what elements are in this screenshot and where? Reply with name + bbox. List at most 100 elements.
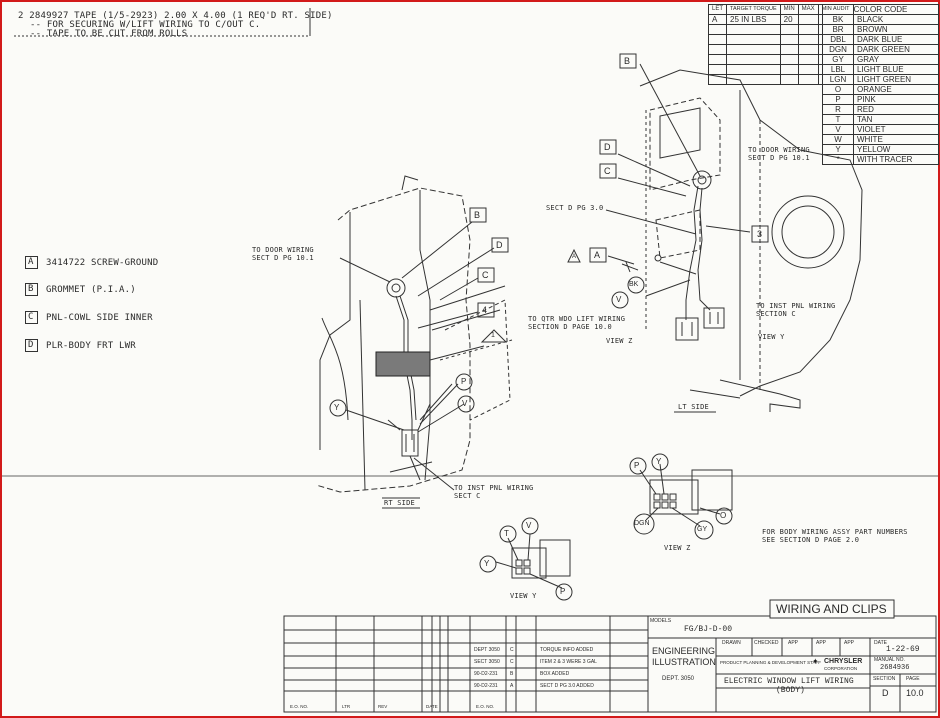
checked-label: CHECKED [754,640,779,646]
note-line-3: -- TAPE TO BE CUT FROM ROLLS [30,29,188,39]
callout-bk: BK [629,281,639,288]
lt-view-y-ref: VIEW Y [758,333,785,341]
legend-text-a: 3414722 SCREW-GROUND [46,258,159,268]
rt-to-inst-sect: SECT C [454,492,481,500]
rt-side-panel [315,175,513,493]
view-z-connector [629,453,733,540]
eng-line-2: ILLUSTRATION [652,657,716,667]
body-wiring-note-1: FOR BODY WIRING ASSY PART NUMBERS [762,528,908,536]
lt-view-z-ref: VIEW Z [606,337,633,345]
chrysler-label: CHRYSLER [824,658,863,665]
view-z-caption: VIEW Z [664,544,691,552]
description-line-2: (BODY) [776,686,805,695]
rev-header-date: DATE [426,704,438,709]
legend-text-d: PLR-BODY FRT LWR [46,341,136,351]
app-label-1: APP [788,640,799,646]
rev-no-1: C [510,647,514,653]
legend-text-c: PNL-COWL SIDE INNER [46,313,153,323]
rev-text-2: ITEM 2 & 3 WERE 3 GAL [540,659,597,665]
description-line-1: ELECTRIC WINDOW LIFT WIRING [724,677,854,686]
section-value: D [882,688,889,698]
callout-p-rt: P [461,377,467,386]
callout-a-lt: A [594,250,601,260]
page-value: 10.0 [906,688,924,698]
callout-o: O [720,511,727,520]
rev-header-eo-1: E.O. NO. [290,704,309,709]
rev-dept-4: 90-D2-231 [474,683,498,689]
callout-gy: GY [697,526,708,533]
rev-no-4: A [510,683,514,689]
rev-no-2: C [510,659,514,665]
lt-side-panel [605,63,863,412]
rev-dept-3: 90-D2-231 [474,671,498,677]
callout-4: 4 [482,305,488,315]
callout-y-y: Y [484,559,490,568]
lt-to-inst-pnl: TO INST PNL WIRING [756,302,836,310]
rt-to-inst-pnl: TO INST PNL WIRING [454,484,534,492]
manual-no-label: MANUAL NO. [874,657,905,663]
corporation-label: CORPORATION [824,666,858,671]
lt-to-door-wiring: TO DOOR WIRING [748,146,810,154]
models-label: MODELS [650,618,672,624]
product-planning: PRODUCT PLANNING & DEVELOPMENT STAFF [720,660,822,665]
lt-sect-d-pg3: SECT D PG 3.0 [546,204,604,212]
color-code-name: WITH TRACER [853,154,939,165]
legend-letter-d: D [28,340,34,350]
section-label: SECTION [873,676,896,682]
rev-text-4: SECT D PG 3.0 ADDED [540,683,594,689]
body-wiring-note-2: SEE SECTION D PAGE 2.0 [762,536,860,544]
lt-to-qtr-wdo: TO QTR WDO LIFT WIRING [528,315,626,323]
legend-letter-c: C [28,312,34,322]
rev-no-3: B [510,671,514,677]
pentastar-icon: ✦ [812,657,819,666]
legend-letter-b: B [28,284,34,294]
rev-header-ltr: LTR [342,704,351,709]
callout-d-rt: D [496,240,503,250]
date-value: 1-22-69 [886,645,920,654]
callout-y-z: Y [656,457,662,466]
callout-c-rt: C [482,270,489,280]
title-block-frame [283,599,937,713]
rev-text-3: BOX ADDED [540,671,570,677]
callout-b-rt: B [474,210,481,220]
callout-b-lt: B [624,56,631,66]
callout-v-rt: V [462,399,468,408]
callout-v-lt: V [616,295,622,304]
lt-to-inst-sect: SECTION C [756,310,796,318]
models-value: FG/BJ-D-00 [684,625,733,634]
view-y-caption: VIEW Y [510,592,537,600]
app-label-3: APP [844,640,855,646]
callout-p-z: P [634,461,640,470]
lt-to-qtr-sect: SECTION D PAGE 10.0 [528,323,612,331]
rev-dept-1: DEPT 3050 [474,647,500,653]
rev-header-rev: REV [378,704,388,709]
legend-letter-a: A [28,257,34,267]
callout-p-y: P [560,587,566,596]
callout-t-y: T [504,529,509,538]
rt-side-caption: RT SIDE [384,499,415,507]
eng-line-1: ENGINEERING [652,646,716,656]
legend-text-b: GROMMET (P.I.A.) [46,285,136,295]
date-label: DATE [874,640,887,646]
dept-label: DEPT. 3050 [662,676,695,682]
drawing-title: WIRING AND CLIPS [776,602,887,616]
callout-dgn: DGN [634,520,650,527]
callout-v-y: V [526,521,532,530]
callout-1: 1 [491,332,495,339]
rev-dept-2: SECT 3050 [474,659,500,665]
note-line-2: -- FOR SECURING W/LIFT WIRING TO C/OUT C… [30,20,261,30]
rev-text-1: TORQUE INFO ADDED [540,647,594,653]
rt-to-door-wiring: TO DOOR WIRING [252,246,314,254]
lt-side-caption: LT SIDE [678,403,709,411]
callout-c-lt: C [604,166,611,176]
callout-3: 3 [757,229,763,239]
rev-header-eo-2: E.O. NO. [476,704,495,709]
lt-to-door-sect: SECT D PG 10.1 [748,154,810,162]
callout-y-rt: Y [334,403,340,412]
note-line-1: 2 2849927 TAPE (1/5-2923) 2.00 X 4.00 (1… [18,11,333,21]
app-label-2: APP [816,640,827,646]
page-label: PAGE [906,676,920,682]
